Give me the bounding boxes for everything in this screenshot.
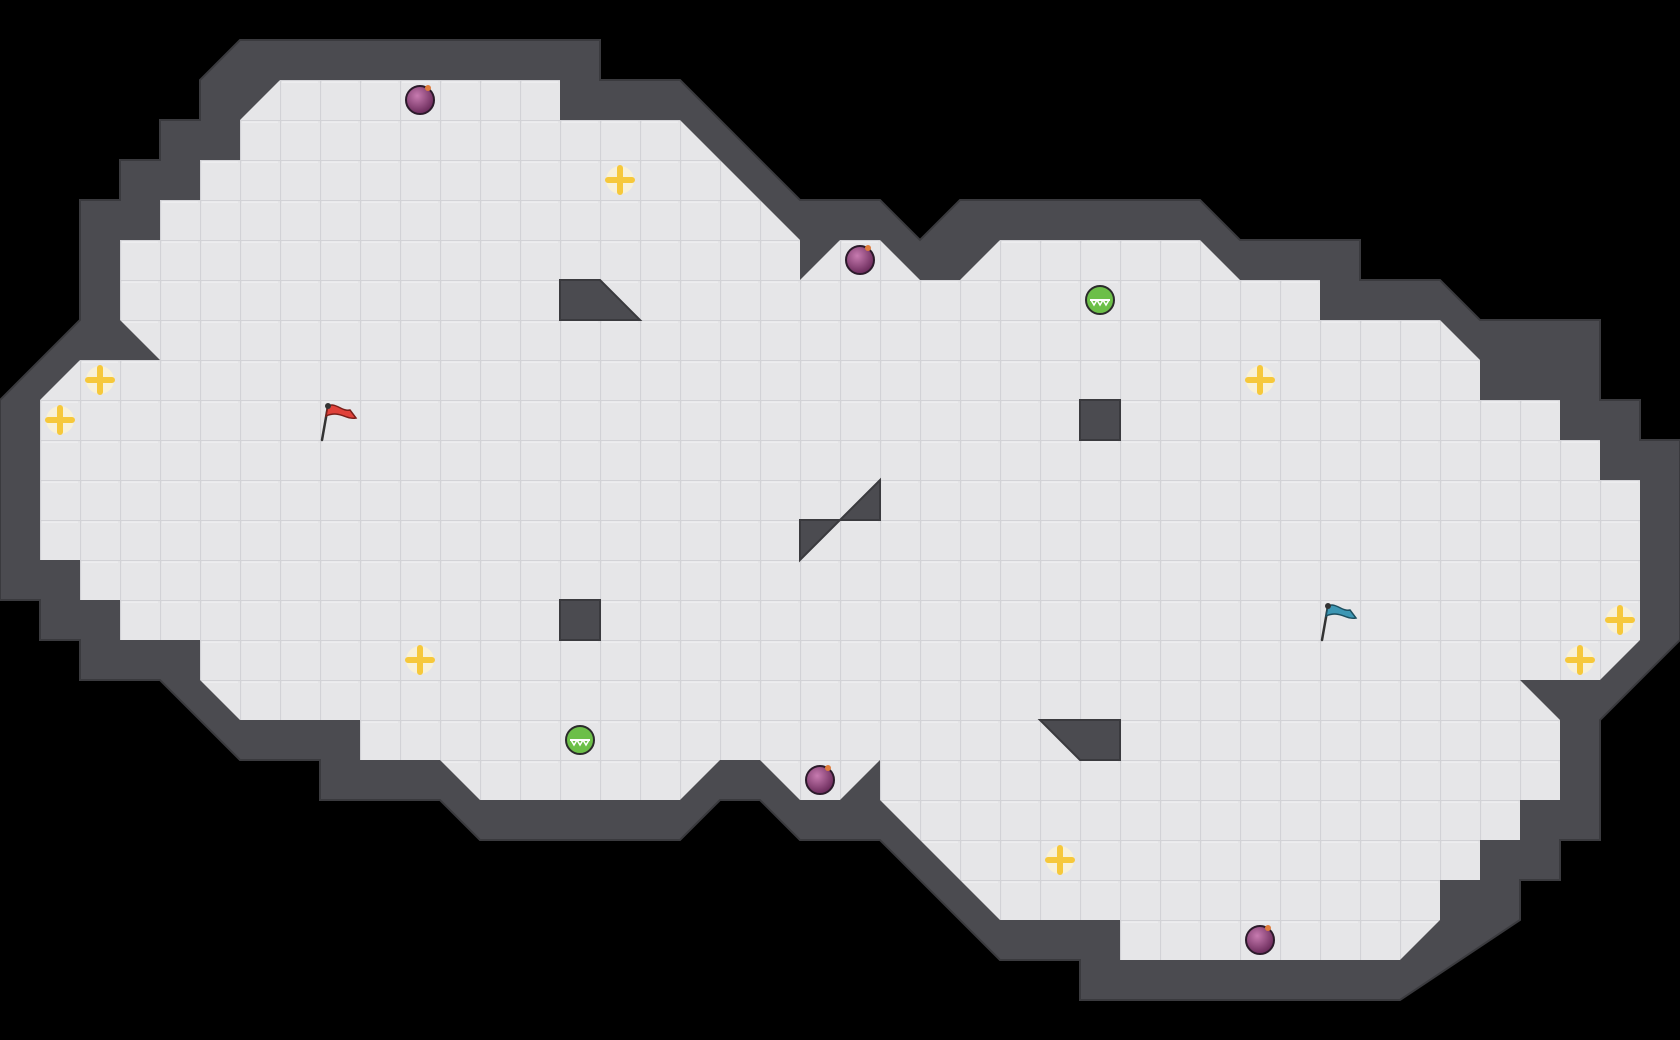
- bomb-icon[interactable]: [805, 765, 835, 795]
- wall-block: [1079, 399, 1121, 441]
- bomb-icon[interactable]: [405, 85, 435, 115]
- powerup-icon[interactable]: [85, 365, 115, 395]
- boost-pad-icon[interactable]: [1085, 285, 1115, 315]
- powerup-icon[interactable]: [1245, 365, 1275, 395]
- wall-block: [1037, 719, 1121, 761]
- boost-pad-icon[interactable]: [565, 725, 595, 755]
- bomb-icon[interactable]: [845, 245, 875, 275]
- wall-block: [559, 279, 643, 321]
- powerup-icon[interactable]: [1565, 645, 1595, 675]
- bomb-icon[interactable]: [1245, 925, 1275, 955]
- red-flag-icon[interactable]: [320, 403, 358, 442]
- powerup-icon[interactable]: [605, 165, 635, 195]
- wall-block: [837, 477, 881, 521]
- wall-block: [559, 599, 601, 641]
- entity-layer: [45, 85, 1635, 955]
- powerup-icon[interactable]: [45, 405, 75, 435]
- inner-walls: [559, 279, 1121, 761]
- powerup-icon[interactable]: [1045, 845, 1075, 875]
- powerup-icon[interactable]: [405, 645, 435, 675]
- blue-flag-icon[interactable]: [1320, 603, 1358, 642]
- wall-block: [799, 519, 843, 563]
- powerup-icon[interactable]: [1605, 605, 1635, 635]
